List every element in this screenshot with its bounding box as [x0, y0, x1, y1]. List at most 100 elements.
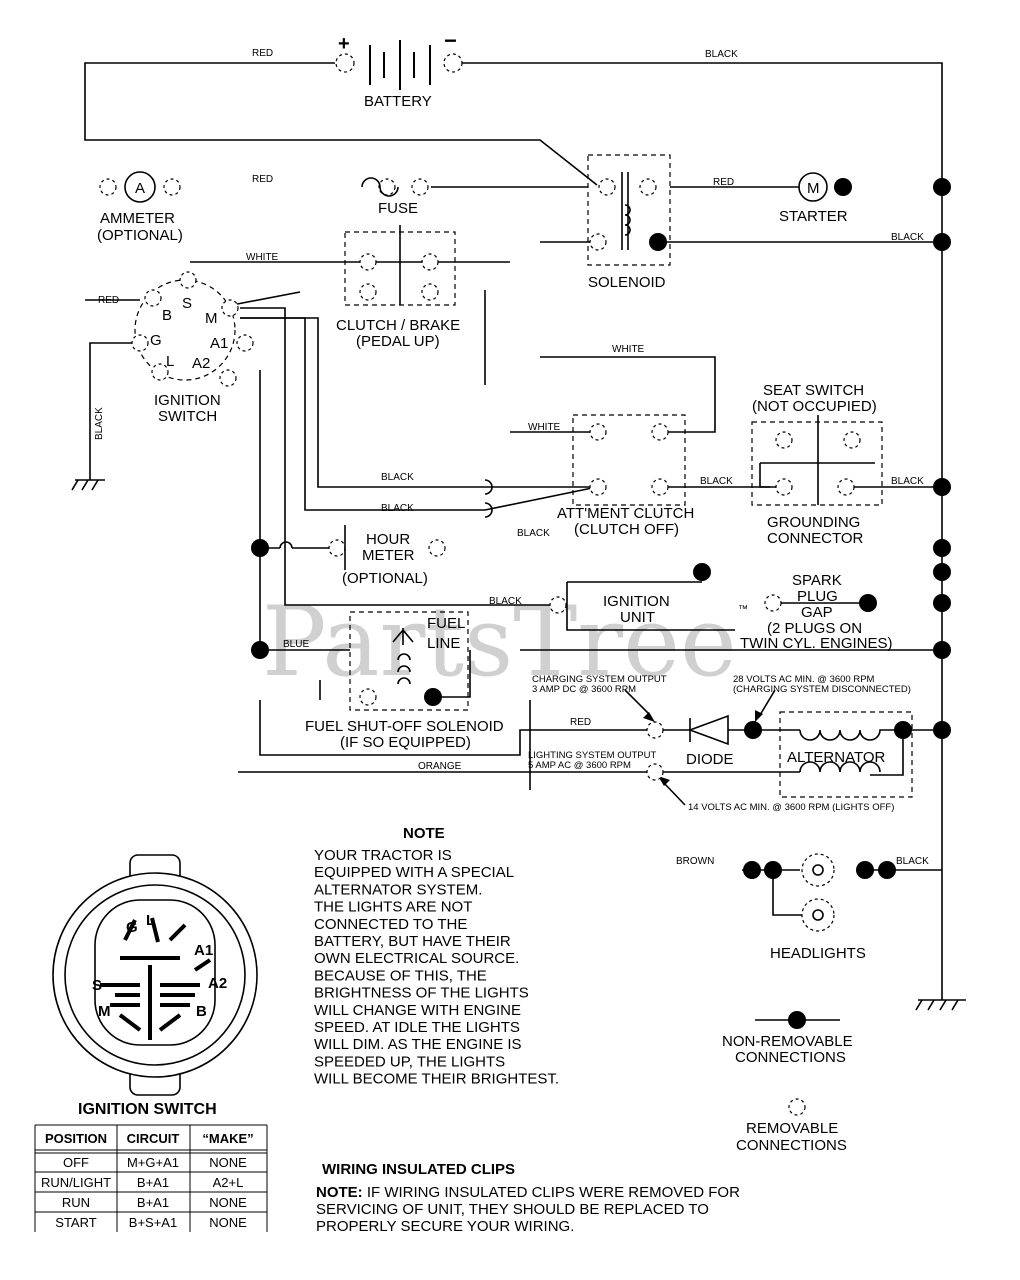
- starter-label: STARTER: [779, 208, 848, 225]
- ignition-unit: IGNITION UNIT: [549, 563, 711, 626]
- table-cell: NONE: [209, 1195, 247, 1210]
- attachment-clutch-switch: ATT'MENT CLUTCH (CLUTCH OFF): [557, 414, 694, 538]
- annotation: LIGHTING SYSTEM OUTPUT: [528, 750, 656, 761]
- note-line: SPEEDED UP, THE LIGHTS: [314, 1053, 505, 1070]
- spark-label4: (2 PLUGS ON: [767, 620, 862, 637]
- battery: + − BATTERY: [335, 28, 463, 110]
- wire-label: BLACK: [891, 476, 924, 487]
- annotation: 14 VOLTS AC MIN. @ 3600 RPM (LIGHTS OFF): [688, 802, 894, 813]
- fuse-label: FUSE: [378, 200, 418, 217]
- diode-label: DIODE: [686, 751, 734, 768]
- hour-meter-label1: HOUR: [366, 531, 410, 548]
- battery-minus: −: [444, 28, 457, 53]
- terminal-b: B: [162, 307, 172, 324]
- wire-label: ORANGE: [418, 761, 462, 772]
- ammeter-sub: (OPTIONAL): [97, 227, 183, 244]
- annotation: (CHARGING SYSTEM DISCONNECTED): [733, 684, 911, 695]
- note-line: BATTERY, BUT HAVE THEIR: [314, 933, 511, 950]
- ignition-switch-face: G L A1 S A2 M B: [52, 854, 258, 1096]
- att-clutch-label1: ATT'MENT CLUTCH: [557, 505, 694, 522]
- wire-label: BLACK: [517, 528, 550, 539]
- wire-label: WHITE: [528, 422, 561, 433]
- table-cell: START: [55, 1215, 96, 1230]
- annotation-arrows: [624, 689, 776, 806]
- table-cell: NONE: [209, 1155, 247, 1170]
- clips-line3: PROPERLY SECURE YOUR WIRING.: [316, 1218, 574, 1235]
- wire-label: BLACK: [489, 596, 522, 607]
- ammeter: A AMMETER (OPTIONAL): [97, 171, 183, 244]
- note-line: WILL BECOME THEIR BRIGHTEST.: [314, 1071, 559, 1088]
- note-line: CONNECTED TO THE: [314, 916, 467, 933]
- terminal-l: L: [166, 353, 174, 370]
- grounding-label1: GROUNDING: [767, 514, 860, 531]
- battery-label: BATTERY: [364, 93, 432, 110]
- legend-removable-1: REMOVABLE: [746, 1120, 838, 1137]
- ignition-switch-label2: SWITCH: [158, 408, 217, 425]
- face-b: B: [196, 1003, 207, 1020]
- battery-plus: +: [338, 33, 350, 55]
- wire-label: BLACK: [381, 503, 414, 514]
- annotation: 5 AMP AC @ 3600 RPM: [528, 760, 631, 771]
- face-g: G: [126, 919, 138, 936]
- annotation: 28 VOLTS AC MIN. @ 3600 RPM: [733, 674, 875, 685]
- ignition-switch: S B M G L A1 A2 IGNITION SWITCH: [131, 271, 254, 425]
- wire-label: BLACK: [94, 407, 105, 440]
- wire-label: BLUE: [283, 639, 309, 650]
- clips-title: WIRING INSULATED CLIPS: [322, 1161, 515, 1178]
- hour-meter-label2: METER: [362, 547, 415, 564]
- alternator-label: ALTERNATOR: [787, 749, 886, 766]
- terminal-m: M: [205, 310, 218, 327]
- face-l: L: [146, 912, 155, 929]
- clutch-brake-label2: (PEDAL UP): [356, 333, 440, 350]
- table-title: IGNITION SWITCH: [78, 1101, 217, 1118]
- wire-label: BLACK: [896, 856, 929, 867]
- table-cell: RUN/LIGHT: [41, 1175, 111, 1190]
- wire-label: RED: [252, 48, 273, 59]
- spark-plug: SPARK PLUG GAP (2 PLUGS ON TWIN CYL. ENG…: [740, 572, 893, 652]
- solenoid: SOLENOID: [587, 154, 671, 291]
- clips-line2: SERVICING OF UNIT, THEY SHOULD BE REPLAC…: [316, 1201, 709, 1218]
- grounding-label2: CONNECTOR: [767, 530, 864, 547]
- note-line: EQUIPPED WITH A SPECIAL: [314, 864, 514, 881]
- charging-circuit: DIODE ALTERNATOR: [646, 711, 913, 798]
- att-clutch-label2: (CLUTCH OFF): [574, 521, 679, 538]
- ignition-switch-label1: IGNITION: [154, 392, 221, 409]
- annotation: CHARGING SYSTEM OUTPUT: [532, 674, 667, 685]
- wire-label: RED: [98, 295, 119, 306]
- ignition-unit-label2: UNIT: [620, 609, 655, 626]
- legend-removable-2: CONNECTIONS: [736, 1137, 847, 1154]
- legend-non-removable-1: NON-REMOVABLE: [722, 1033, 853, 1050]
- note-line: BECAUSE OF THIS, THE: [314, 967, 487, 984]
- wire-label: RED: [570, 717, 591, 728]
- seat-switch-label1: SEAT SWITCH: [763, 382, 864, 399]
- legend: NON-REMOVABLE CONNECTIONS REMOVABLE CONN…: [722, 1011, 853, 1154]
- clips-line1-text: IF WIRING INSULATED CLIPS WERE REMOVED F…: [363, 1184, 740, 1201]
- table-cell: NONE: [209, 1215, 247, 1230]
- spark-label2: PLUG: [797, 588, 838, 605]
- seat-switch-label2: (NOT OCCUPIED): [752, 398, 877, 415]
- table-cell: RUN: [62, 1195, 90, 1210]
- clutch-brake-switch: CLUTCH / BRAKE (PEDAL UP): [336, 225, 460, 350]
- spark-label1: SPARK: [792, 572, 842, 589]
- headlights: HEADLIGHTS: [743, 853, 896, 962]
- table-cell: A2+L: [213, 1175, 244, 1190]
- table-cell: M+G+A1: [127, 1155, 179, 1170]
- spark-label5: TWIN CYL. ENGINES): [740, 635, 893, 652]
- ammeter-label: AMMETER: [100, 210, 175, 227]
- note-line: WILL DIM. AS THE ENGINE IS: [314, 1036, 522, 1053]
- note-line: YOUR TRACTOR IS: [314, 847, 452, 864]
- wire-label: BROWN: [676, 856, 714, 867]
- wire-label: WHITE: [612, 344, 645, 355]
- note-line: WILL CHANGE WITH ENGINE: [314, 1002, 521, 1019]
- starter-symbol: M: [807, 180, 820, 197]
- table-cell: B+S+A1: [129, 1215, 177, 1230]
- wiring-clips-note: WIRING INSULATED CLIPS NOTE: IF WIRING I…: [316, 1161, 740, 1235]
- table-cell: B+A1: [137, 1175, 169, 1190]
- face-a2: A2: [208, 975, 227, 992]
- starter: M STARTER: [779, 172, 852, 225]
- seat-switch: SEAT SWITCH (NOT OCCUPIED) GROUNDING CON…: [751, 382, 883, 547]
- table-header: POSITION: [45, 1131, 107, 1146]
- fuel-line-label2: LINE: [427, 635, 460, 652]
